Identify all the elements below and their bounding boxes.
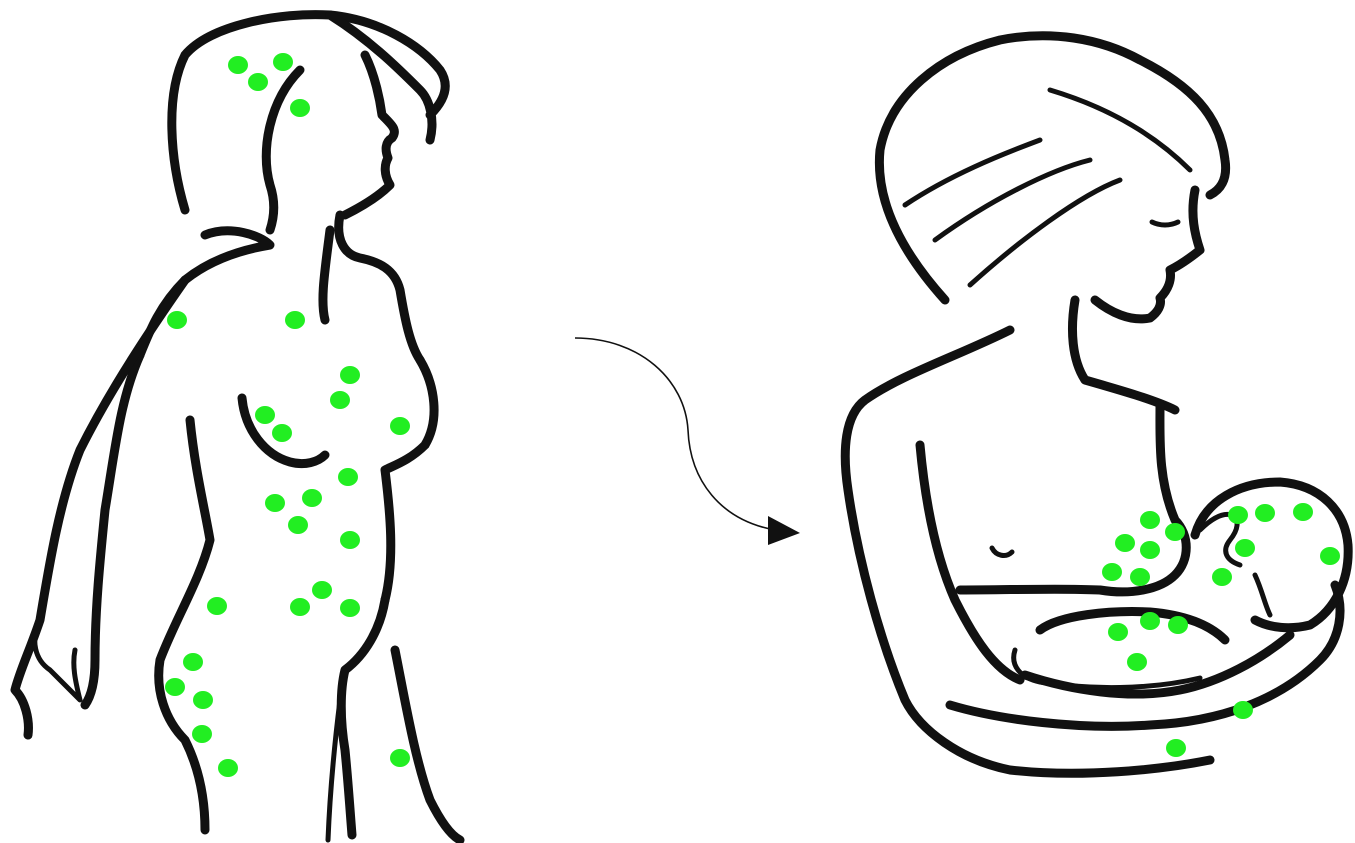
nursing-mother-lower-arm	[950, 585, 1340, 726]
green-dot-pregnant-woman	[290, 598, 310, 616]
green-dot-nursing-mother	[1166, 739, 1186, 757]
nursing-mother-face-profile	[1095, 190, 1200, 319]
green-dot-pregnant-woman	[390, 749, 410, 767]
baby-body	[1040, 612, 1225, 640]
green-dot-nursing-mother	[1228, 506, 1248, 524]
green-dot-pregnant-woman	[183, 653, 203, 671]
green-dot-nursing-mother	[1235, 539, 1255, 557]
green-dot-nursing-mother	[1108, 623, 1128, 641]
nursing-mother-torso	[920, 445, 1020, 680]
green-dot-pregnant-woman	[192, 725, 212, 743]
green-dot-nursing-mother	[1212, 568, 1232, 586]
green-dot-pregnant-woman	[228, 56, 248, 74]
green-dot-pregnant-woman	[390, 417, 410, 435]
pregnant-woman-chest	[385, 360, 434, 600]
green-dot-pregnant-woman	[255, 406, 275, 424]
pregnant-woman-hair-strand	[330, 15, 432, 140]
pregnant-woman-back	[85, 355, 140, 705]
green-dot-pregnant-woman	[218, 759, 238, 777]
green-dot-pregnant-woman	[288, 516, 308, 534]
green-dot-nursing-mother	[1140, 541, 1160, 559]
pregnant-woman-neck-back	[140, 231, 270, 355]
green-dot-nursing-mother	[1165, 523, 1185, 541]
pregnant-woman-side	[159, 420, 210, 830]
green-dot-nursing-mother	[1233, 701, 1253, 719]
nursing-mother-hair-strand-3	[970, 180, 1120, 285]
green-dot-pregnant-woman	[193, 691, 213, 709]
green-dot-pregnant-woman	[207, 597, 227, 615]
green-dot-pregnant-woman	[273, 53, 293, 71]
green-dot-pregnant-woman	[340, 366, 360, 384]
nursing-mother-hair-strand-4	[1050, 90, 1190, 170]
pregnant-woman-belly	[341, 600, 385, 835]
green-dot-pregnant-woman	[272, 424, 292, 442]
transfer-arrow	[575, 338, 800, 545]
nursing-mother-figure	[845, 36, 1348, 774]
green-dot-pregnant-woman	[340, 531, 360, 549]
nursing-mother-eye	[1152, 222, 1178, 225]
pregnant-woman-leg-front	[395, 650, 460, 840]
green-dot-pregnant-woman	[302, 489, 322, 507]
pregnant-woman-shoulder	[323, 230, 330, 320]
pregnant-woman-hand	[35, 620, 80, 700]
green-dot-nursing-mother	[1140, 511, 1160, 529]
pregnant-woman-inner-hair	[266, 70, 300, 230]
nursing-mother-hair-strand-1	[905, 140, 1040, 205]
nursing-mother-hair	[879, 36, 1225, 300]
green-dot-nursing-mother	[1115, 534, 1135, 552]
green-dot-nursing-mother	[1293, 503, 1313, 521]
green-dot-nursing-mother	[1255, 504, 1275, 522]
transfer-arrow-head	[768, 516, 800, 545]
green-dot-pregnant-woman	[290, 99, 310, 117]
pregnant-woman-leg-inner	[328, 700, 340, 840]
green-dot-pregnant-woman	[340, 599, 360, 617]
nursing-mother-breast	[960, 405, 1186, 592]
nursing-mother-nipple	[992, 548, 1012, 555]
green-dot-pregnant-woman	[330, 391, 350, 409]
green-dot-pregnant-woman	[165, 678, 185, 696]
green-dot-pregnant-woman	[167, 311, 187, 329]
baby-blanket	[1014, 650, 1200, 688]
baby-hand	[1255, 575, 1270, 615]
green-dot-pregnant-woman	[265, 494, 285, 512]
green-dot-nursing-mother	[1102, 563, 1122, 581]
pregnant-woman-face-profile	[345, 55, 394, 215]
green-dot-nursing-mother	[1140, 612, 1160, 630]
green-dot-pregnant-woman	[312, 581, 332, 599]
pregnant-woman-neck-front	[339, 215, 420, 360]
green-dot-pregnant-woman	[248, 73, 268, 91]
green-dot-nursing-mother	[1168, 616, 1188, 634]
green-dot-nursing-mother	[1130, 568, 1150, 586]
green-dot-pregnant-woman	[338, 468, 358, 486]
green-dot-nursing-mother	[1127, 653, 1147, 671]
green-dot-pregnant-woman	[285, 311, 305, 329]
transfer-arrow-shaft	[575, 338, 775, 530]
green-dot-nursing-mother	[1320, 547, 1340, 565]
